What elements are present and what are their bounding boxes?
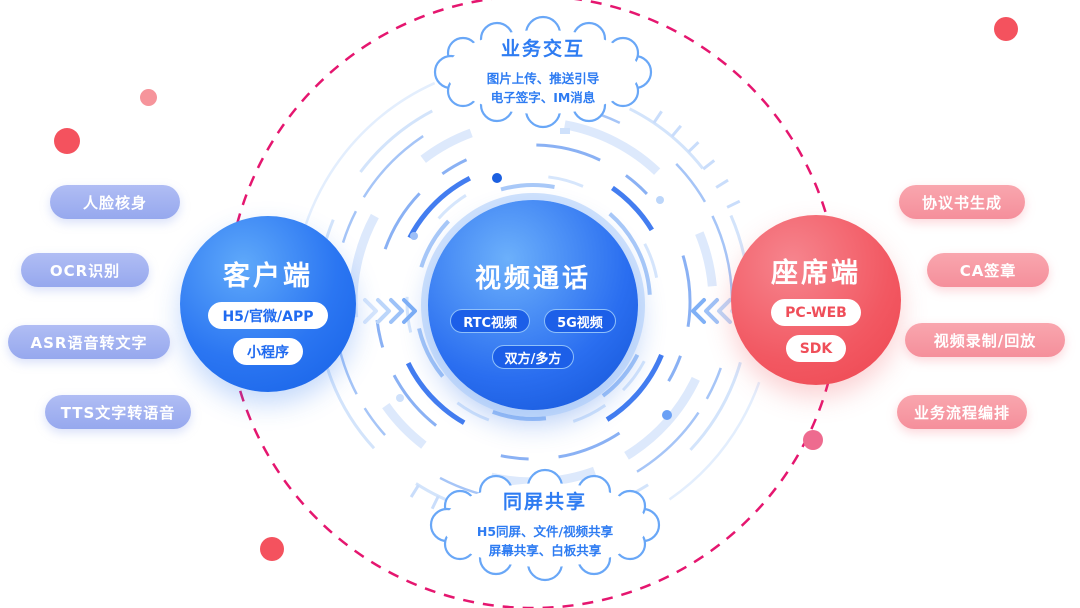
cloud-line: H5同屏、文件/视频共享 xyxy=(476,524,614,539)
ocr-recognition-tag: OCR识别 xyxy=(21,253,149,287)
cloud-title: 同屏共享 xyxy=(502,491,587,513)
client-node: 客户端 H5/官微/APP 小程序 xyxy=(180,216,356,392)
node-pill: 双方/多方 xyxy=(491,345,575,369)
node-pill: 5G视频 xyxy=(544,309,616,333)
node-pill: SDK xyxy=(785,335,847,362)
cloud-line: 屏幕共享、白板共享 xyxy=(488,543,602,558)
cloud-line: 图片上传、推送引导 xyxy=(486,71,600,86)
chevrons-right-icon xyxy=(363,298,417,324)
tts-text-to-speech-tag: TTS文字转语音 xyxy=(45,395,191,429)
tick-band-top-right xyxy=(652,110,741,209)
ring-node-dot xyxy=(410,232,418,240)
ring-node-dot xyxy=(662,410,672,420)
cloud-shape xyxy=(433,15,653,129)
deco-dot xyxy=(803,430,823,450)
video-call-node: 视频通话 RTC视频 5G视频 双方/多方 xyxy=(428,200,638,410)
asr-speech-to-text-tag: ASR语音转文字 xyxy=(8,325,170,359)
deco-dot xyxy=(994,17,1018,41)
cloud-shape xyxy=(429,468,661,582)
deco-dot xyxy=(140,89,157,106)
deco-dot xyxy=(54,128,80,154)
agent-node: 座席端 PC-WEB SDK xyxy=(731,215,901,385)
node-pill: 小程序 xyxy=(233,338,303,365)
ring-node-dot xyxy=(492,173,502,183)
agreement-generation-tag: 协议书生成 xyxy=(899,185,1025,219)
workflow-orchestration-tag: 业务流程编排 xyxy=(897,395,1027,429)
screen-sharing-cloud: 同屏共享 H5同屏、文件/视频共享 屏幕共享、白板共享 xyxy=(425,465,665,585)
business-interaction-cloud: 业务交互 图片上传、推送引导 电子签字、IM消息 xyxy=(428,12,658,132)
ring-node-dot xyxy=(396,394,404,402)
ring-node-square xyxy=(560,128,570,134)
ring-node-dot xyxy=(656,196,664,204)
ca-signature-tag: CA签章 xyxy=(927,253,1049,287)
node-title: 视频通话 xyxy=(474,264,591,294)
node-pill: RTC视频 xyxy=(450,309,531,333)
node-pill: PC-WEB xyxy=(771,299,861,326)
node-pill: H5/官微/APP xyxy=(208,302,328,329)
node-title: 客户端 xyxy=(223,261,313,292)
node-title: 座席端 xyxy=(771,258,861,289)
cloud-title: 业务交互 xyxy=(500,38,585,60)
video-recording-playback-tag: 视频录制/回放 xyxy=(905,323,1065,357)
cloud-line: 电子签字、IM消息 xyxy=(490,90,596,105)
deco-dot xyxy=(260,537,284,561)
face-verification-tag: 人脸核身 xyxy=(50,185,180,219)
